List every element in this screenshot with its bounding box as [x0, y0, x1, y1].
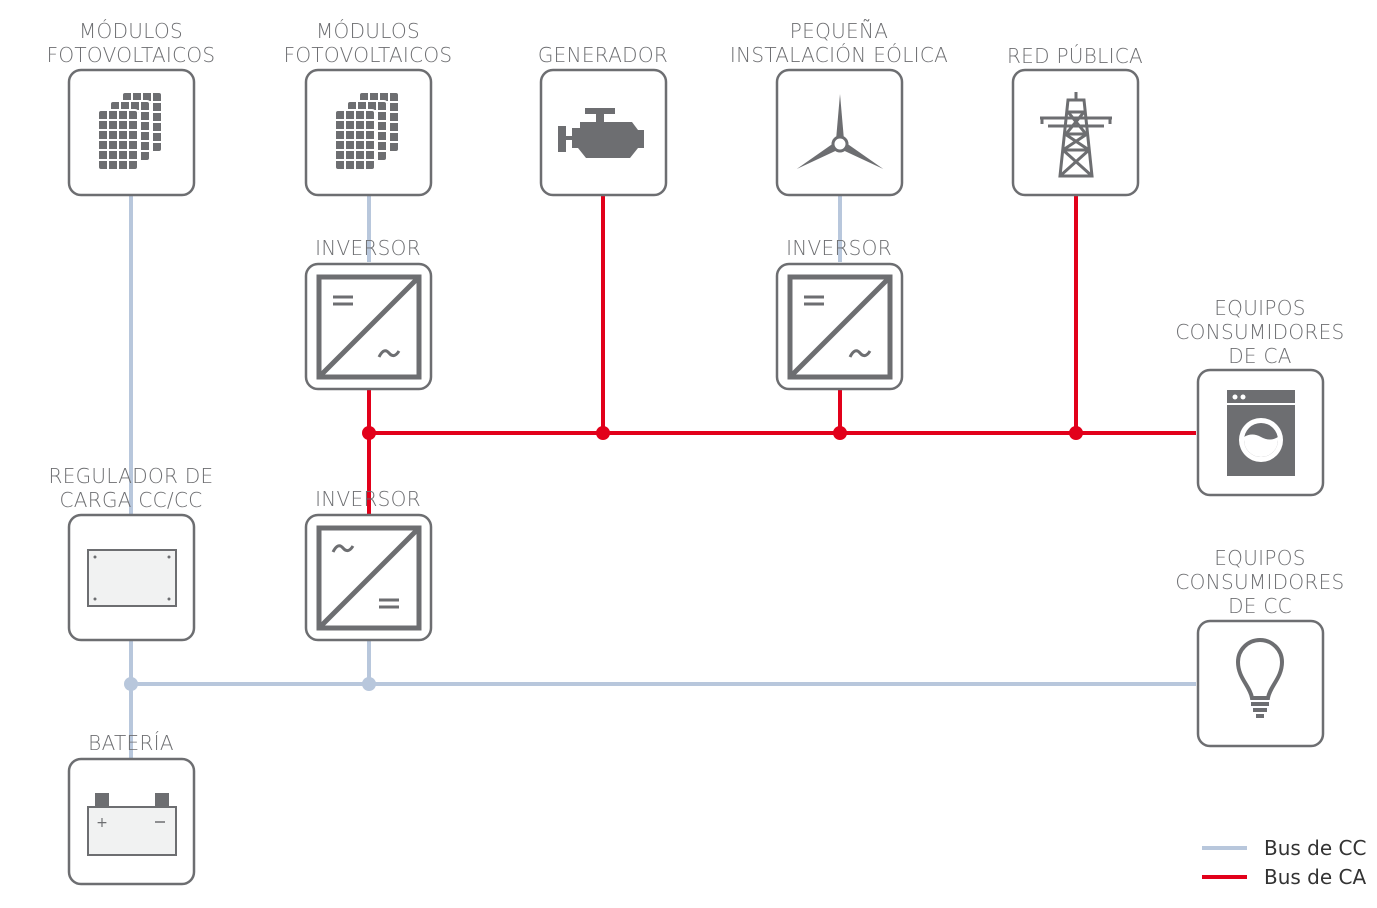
- pv1-label: MÓDULOS FOTOVOLTAICOS: [46, 19, 216, 67]
- ac-junction: [362, 426, 376, 440]
- dc-junction: [124, 677, 138, 691]
- ac-junction: [596, 426, 610, 440]
- battery-icon: +: [87, 793, 177, 856]
- washing-machine-icon: [1227, 390, 1295, 476]
- inverter-battery-label: INVERSOR: [315, 487, 421, 511]
- dc-bus: [129, 196, 1196, 758]
- legend-label-dc: Bus de CC: [1264, 836, 1367, 860]
- dc-loads-box: [1196, 619, 1325, 748]
- pv2-label: MÓDULOS FOTOVOLTAICOS: [283, 19, 453, 67]
- dc-ac-inverter-icon: [790, 277, 890, 377]
- battery-label: BATERÍA: [88, 731, 174, 755]
- legend-label-ac: Bus de CA: [1264, 865, 1367, 889]
- dc-junction: [362, 677, 376, 691]
- wind-turbine-icon: [796, 94, 884, 169]
- inverter-pv-label: INVERSOR: [315, 236, 421, 260]
- grid-label: RED PÚBLICA: [1006, 44, 1144, 68]
- charge-controller-label: REGULADOR DE CARGA CC/CC: [48, 464, 214, 512]
- power-pylon-icon: [1040, 92, 1112, 178]
- ac-bus: [367, 196, 1196, 515]
- charge-controller-icon: [87, 549, 177, 607]
- ac-loads-label: EQUIPOS CONSUMIDORES DE CA: [1175, 296, 1345, 368]
- ac-junction: [1069, 426, 1083, 440]
- light-bulb-icon: [1235, 638, 1285, 718]
- wind-label: PEQUEÑA INSTALACIÓN EÓLICA: [729, 19, 949, 67]
- dc-ac-inverter-icon: [319, 277, 419, 377]
- legend: [1202, 846, 1247, 879]
- svg-text:+: +: [96, 815, 108, 831]
- generator-label: GENERADOR: [537, 43, 669, 67]
- dc-loads-label: EQUIPOS CONSUMIDORES DE CC: [1175, 546, 1345, 618]
- ac-dc-inverter-icon: [319, 528, 419, 628]
- engine-icon: [558, 108, 644, 158]
- ac-junction: [833, 426, 847, 440]
- inverter-wind-label: INVERSOR: [786, 236, 892, 260]
